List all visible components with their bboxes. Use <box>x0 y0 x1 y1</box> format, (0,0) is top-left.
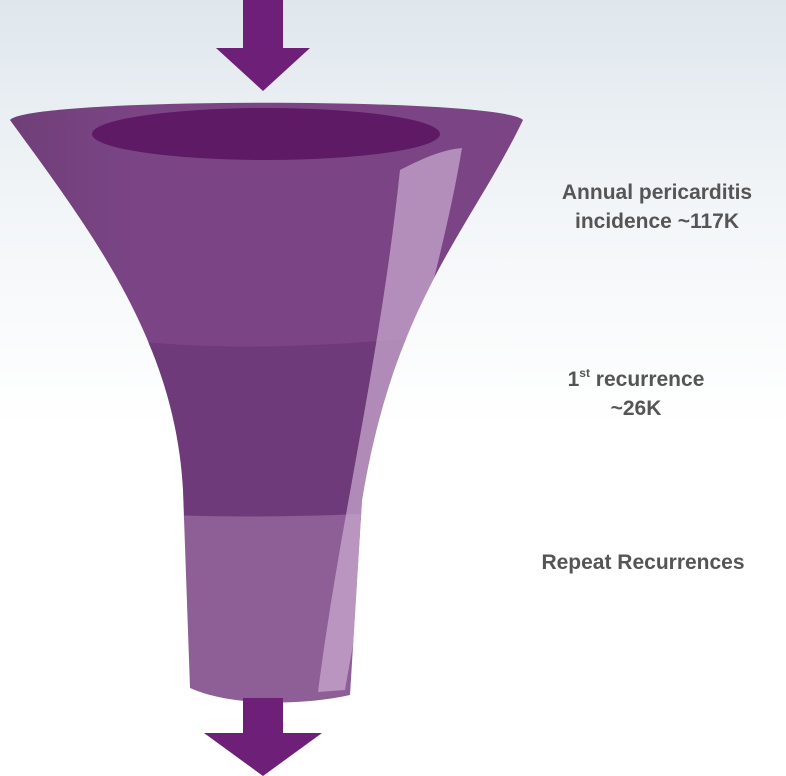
ordinal-suffix: st <box>579 366 590 380</box>
stage-label-incidence-line1: Annual pericarditis <box>561 181 753 204</box>
stage-label-repeat-recurrences-line1: Repeat Recurrences <box>541 551 745 574</box>
stage-label-incidence-line2: incidence ~117K <box>574 210 739 233</box>
stage-label-incidence: Annual pericarditis incidence ~117K <box>528 178 786 236</box>
stage-label-repeat-recurrences: Repeat Recurrences <box>500 548 786 577</box>
stage-label-first-recurrence-line1: 1st recurrence <box>526 365 746 394</box>
funnel-body <box>10 102 523 703</box>
funnel-mouth <box>92 108 440 160</box>
arrow-down-icon <box>216 0 310 91</box>
arrow-down-icon <box>204 698 322 776</box>
stage-label-first-recurrence: 1st recurrence ~26K <box>526 365 746 423</box>
ordinal-number: 1 <box>567 368 580 391</box>
stage-label-first-recurrence-line2: ~26K <box>610 397 662 420</box>
first-recurrence-text: recurrence <box>589 368 705 391</box>
